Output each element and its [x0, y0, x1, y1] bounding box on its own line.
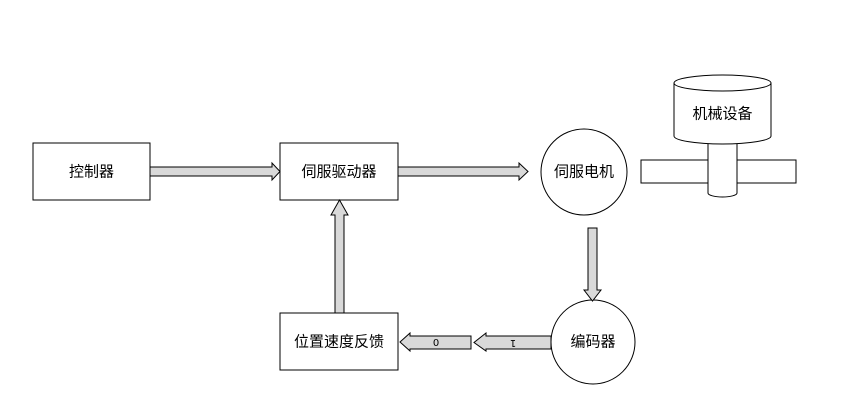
servo-driver-label: 伺服驱动器 [301, 163, 376, 181]
servo-driver-node[interactable]: 伺服驱动器 [279, 142, 399, 201]
arrow-encoder-out-shape [473, 331, 552, 352]
controller-node[interactable]: 控制器 [32, 142, 151, 201]
arrow-encoder-out-label: 1 [510, 337, 516, 348]
mechanical-equipment-node[interactable]: 机械设备 [673, 74, 772, 198]
position-speed-feedback-node[interactable]: 位置速度反馈 [279, 312, 399, 371]
encoder-node[interactable]: 编码器 [550, 299, 636, 385]
arrow-feedback-in-shape [399, 331, 472, 353]
arrow-controller-to-driver [149, 161, 281, 182]
arrow-feedback-to-driver [330, 198, 349, 314]
arrow-feedback-in-label: 0 [433, 338, 439, 349]
position-speed-feedback-label: 位置速度反馈 [294, 333, 384, 351]
mechanical-equipment-label: 机械设备 [692, 105, 752, 123]
servo-motor-label: 伺服电机 [554, 163, 614, 181]
controller-box [32, 142, 151, 201]
equipment-drum-body [673, 83, 772, 145]
servo-motor-node[interactable]: 伺服电机 [540, 128, 628, 216]
equipment-stem [707, 141, 738, 198]
encoder-label: 编码器 [570, 333, 615, 351]
arrow-into-feedback: 0 [399, 331, 472, 353]
controller-label: 控制器 [69, 163, 114, 181]
arrow-encoder-to-feedback: 1 [473, 331, 552, 352]
servo-motor-circle [540, 128, 628, 216]
arrow-driver-to-motor [397, 161, 529, 182]
equipment-drum-top [673, 74, 772, 92]
servo-driver-box [279, 142, 399, 201]
arrow-motor-to-encoder [582, 227, 603, 302]
